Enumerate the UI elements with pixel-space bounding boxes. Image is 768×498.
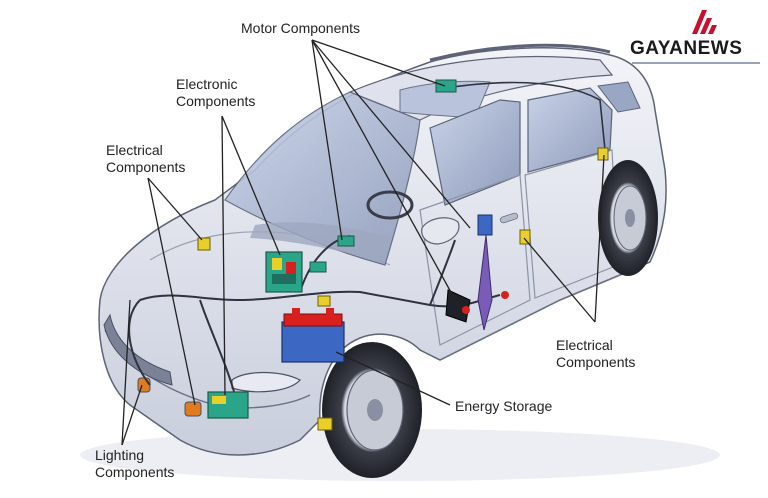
label-electrical-right-line-1: Electrical xyxy=(556,337,613,353)
label-lighting-components: Lighting Components xyxy=(95,447,174,481)
speaker-component xyxy=(501,291,509,299)
steering-wheel xyxy=(366,190,414,220)
leader-motor-1 xyxy=(311,39,446,87)
relay-component xyxy=(309,261,327,273)
front-side-window xyxy=(429,99,521,206)
leader-electronic-1 xyxy=(221,115,281,256)
brand-logo: GAYANEWS xyxy=(630,8,764,68)
label-electrical-left-line-2: Components xyxy=(106,159,186,175)
door-handle xyxy=(499,212,519,224)
sunroof xyxy=(399,80,491,119)
leader-electrical-left-2 xyxy=(147,177,196,406)
label-electrical-components-left: Electrical Components xyxy=(106,142,185,176)
side-skirt xyxy=(439,274,621,361)
label-electrical-left-line-1: Electrical xyxy=(106,142,163,158)
leader-electrical-right-1 xyxy=(523,237,596,323)
door-motor xyxy=(445,289,471,323)
dashboard xyxy=(250,222,390,262)
label-motor-components: Motor Components xyxy=(241,20,360,37)
label-electrical-right-line-2: Components xyxy=(556,354,636,370)
label-energy-line: Energy Storage xyxy=(455,398,553,414)
roof-motor xyxy=(435,79,457,93)
leader-electronic-2 xyxy=(221,115,226,396)
rear-side-window xyxy=(527,87,613,173)
battery xyxy=(281,308,345,363)
label-electronic-line-1: Electronic xyxy=(176,76,238,92)
leader-lighting-1 xyxy=(121,299,131,446)
side-mirror xyxy=(421,217,460,245)
roof-rail xyxy=(429,43,611,62)
seat-motor xyxy=(337,235,355,247)
leader-motor-3 xyxy=(311,39,471,229)
label-electrical-components-right: Electrical Components xyxy=(556,337,635,371)
electrical-component-left xyxy=(197,237,211,251)
logo-stripes-icon xyxy=(692,10,717,34)
front-indicator xyxy=(184,401,202,417)
leader-electrical-right-2 xyxy=(594,154,605,323)
rear-lighting-component xyxy=(317,417,333,431)
electronic-control-module xyxy=(265,251,303,293)
leader-electrical-left-1 xyxy=(147,177,203,241)
leader-energy xyxy=(335,351,451,406)
window-regulator xyxy=(477,234,493,331)
leader-lighting-2 xyxy=(121,384,143,446)
rear-wheel xyxy=(598,160,658,276)
grille xyxy=(103,313,173,386)
label-energy-storage: Energy Storage xyxy=(455,398,552,415)
rear-quarter-window xyxy=(597,81,641,113)
brand-wordmark: GAYANEWS xyxy=(630,38,743,59)
electrical-component-right xyxy=(519,229,531,245)
headlight xyxy=(231,371,301,393)
label-lighting-line-2: Components xyxy=(95,464,175,480)
front-wheel xyxy=(322,342,422,478)
brand-underline xyxy=(632,62,760,64)
front-module xyxy=(207,391,249,419)
window-motor-bracket xyxy=(477,214,493,236)
wiring-harness xyxy=(128,235,501,396)
leader-motor-4 xyxy=(311,39,459,306)
electrical-component-rear xyxy=(597,147,609,161)
label-electronic-components: Electronic Components xyxy=(176,76,255,110)
leader-lines xyxy=(121,39,605,446)
front-door xyxy=(419,174,531,346)
leader-motor-2 xyxy=(311,39,343,241)
label-electronic-line-2: Components xyxy=(176,93,256,109)
roof-wire xyxy=(444,81,606,151)
label-lighting-line-1: Lighting xyxy=(95,447,145,463)
label-motor-line: Motor Components xyxy=(241,20,361,36)
door-motor-terminal xyxy=(462,306,470,314)
fuse-component xyxy=(317,295,331,307)
